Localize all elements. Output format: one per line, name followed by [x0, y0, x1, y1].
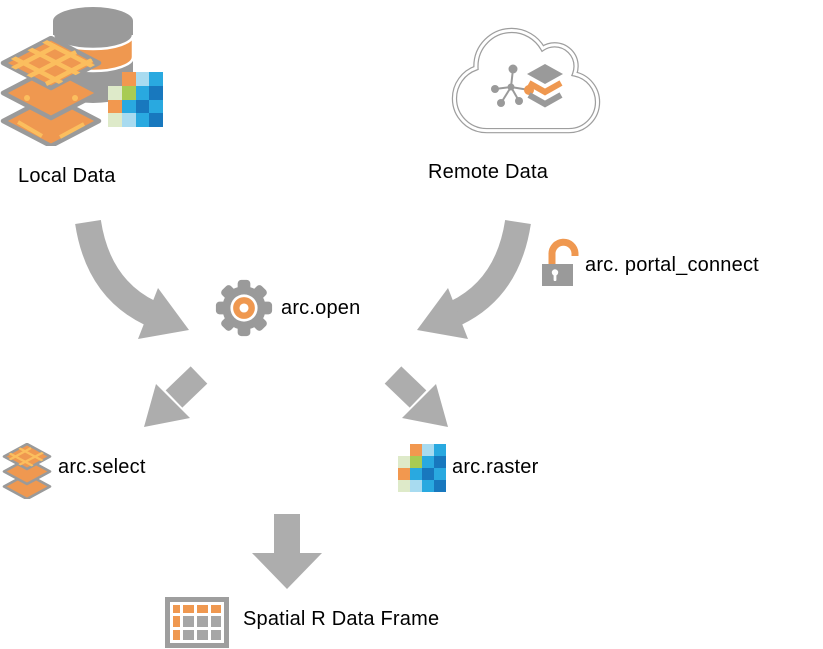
raster-cell	[410, 456, 422, 468]
layers-icon	[0, 36, 102, 146]
map-roads	[8, 38, 96, 86]
raster-cell	[434, 468, 446, 480]
raster-cell	[422, 480, 434, 492]
map-roads	[8, 446, 46, 468]
raster-cell	[135, 72, 150, 86]
raster-cell	[108, 85, 122, 100]
raster-cell	[121, 85, 136, 100]
table-icon	[165, 597, 229, 648]
raster-cell	[422, 444, 434, 456]
arrow-remote-data-to-arc-open	[417, 219, 531, 339]
local-data-label: Local Data	[18, 165, 116, 187]
arc-raster-label: arc.raster	[452, 456, 539, 478]
raster-cell	[108, 99, 122, 114]
raster-cell	[135, 99, 150, 114]
raster-cell	[149, 85, 163, 100]
cloud-layers-icon	[527, 64, 563, 108]
raster-cell	[410, 480, 422, 492]
arrow-to-spatial-r-data-frame	[252, 514, 322, 589]
raster-cell	[434, 444, 446, 456]
raster-cell	[422, 456, 434, 468]
arc-select-label: arc.select	[58, 456, 146, 478]
raster-cell	[434, 480, 446, 492]
raster-cell	[135, 113, 150, 127]
raster-cell	[121, 99, 136, 114]
arrow-local-data-to-arc-open	[75, 219, 189, 339]
raster-cell	[149, 99, 163, 114]
raster-cell	[398, 444, 410, 456]
raster-cell	[398, 456, 410, 468]
raster-cell	[410, 444, 422, 456]
spatial-r-data-frame-label: Spatial R Data Frame	[243, 608, 440, 630]
cloud-content-icons	[491, 64, 563, 108]
layers-icon	[2, 443, 52, 499]
raster-cell	[121, 113, 136, 127]
raster-cell	[410, 468, 422, 480]
raster-cell	[135, 85, 150, 100]
raster-cell	[108, 113, 122, 127]
raster-grid-icon	[108, 72, 163, 127]
raster-cell	[121, 72, 136, 86]
unlock-icon	[542, 238, 579, 286]
raster-cell	[434, 456, 446, 468]
local-data-icon	[0, 0, 170, 150]
arrow-arc-open-to-arc-raster	[384, 366, 448, 427]
raster-cell	[398, 480, 410, 492]
raster-cell	[422, 468, 434, 480]
raster-grid-icon	[398, 444, 446, 492]
arc-open-label: arc.open	[281, 297, 361, 319]
gear-icon	[215, 279, 273, 337]
raster-cell	[149, 72, 163, 86]
remote-data-label: Remote Data	[428, 161, 549, 183]
cloud-icon	[451, 27, 601, 134]
raster-cell	[398, 468, 410, 480]
arc-portal-connect-label: arc. portal_connect	[585, 254, 759, 276]
raster-cell	[149, 113, 163, 127]
arrow-arc-open-to-arc-select	[144, 366, 208, 427]
